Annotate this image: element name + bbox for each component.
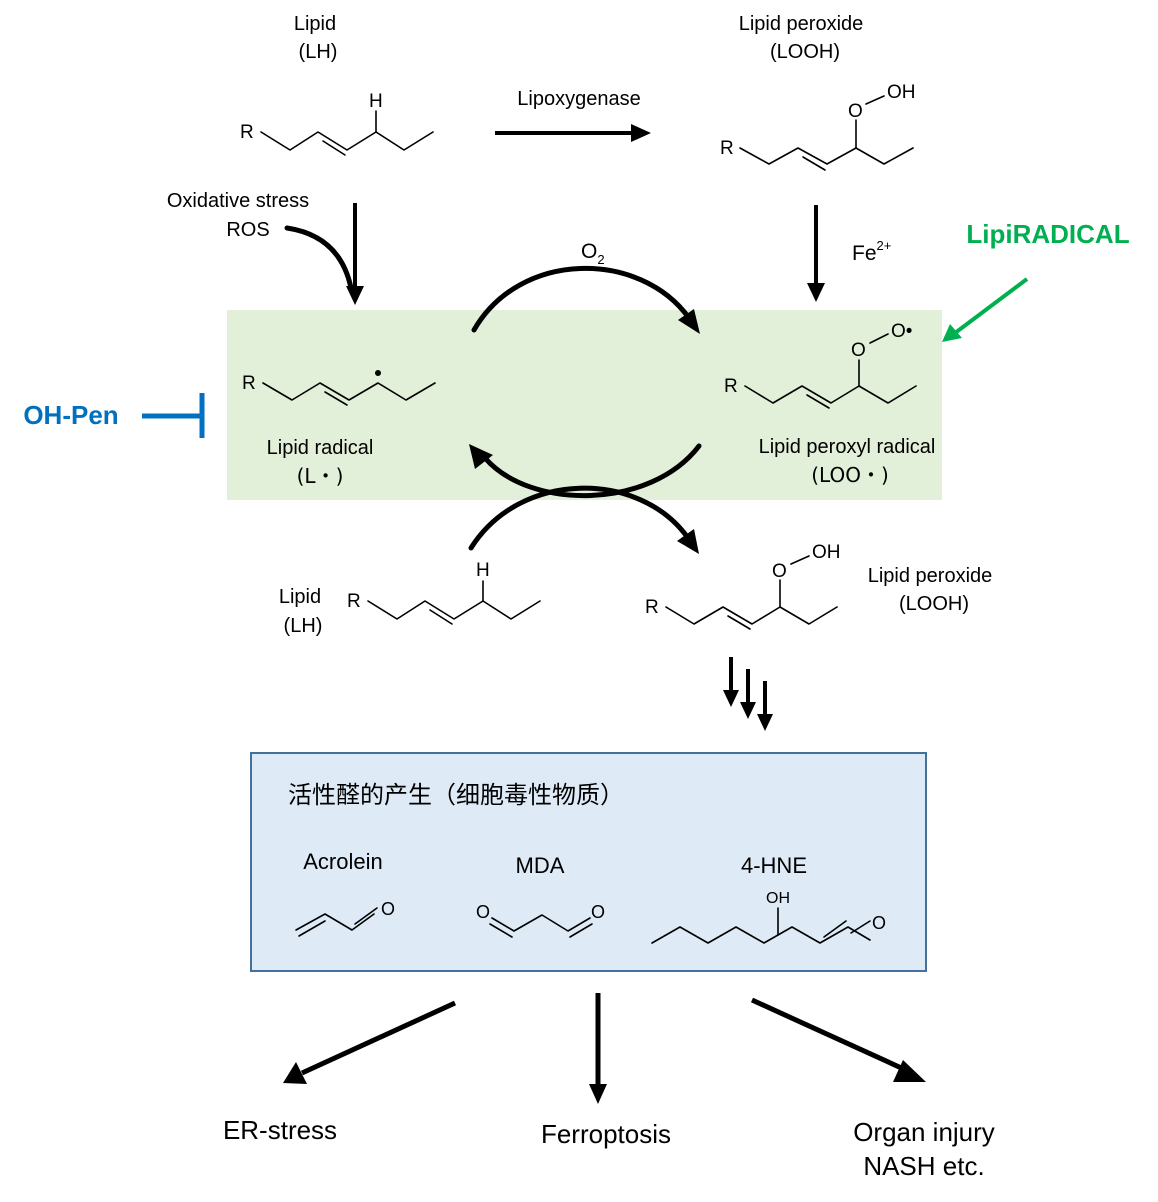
r-group-label: R bbox=[242, 373, 256, 394]
aldehyde-box bbox=[250, 752, 927, 972]
h-atom-label: H bbox=[369, 91, 383, 112]
nash-label: NASH etc. bbox=[863, 1151, 984, 1181]
oxidative-stress-label: Oxidative stress bbox=[167, 190, 309, 212]
aldehyde-box-title: 活性醛的产生（细胞毒性物质） bbox=[288, 781, 624, 809]
hne-label: 4-HNE bbox=[741, 853, 807, 878]
er-stress-label: ER-stress bbox=[223, 1115, 337, 1145]
o-atom-label: O bbox=[872, 913, 886, 933]
oh-group-label: OH bbox=[766, 890, 790, 907]
lipiradical-label: LipiRADICAL bbox=[966, 219, 1129, 249]
peroxyl-radical-abbr: (LOO・) bbox=[811, 463, 889, 487]
o-atom-label: O bbox=[848, 101, 863, 122]
r-group-label: R bbox=[724, 376, 738, 397]
top-peroxide-name: Lipid peroxide bbox=[739, 13, 864, 35]
o-atom-label: O bbox=[772, 561, 787, 582]
er-stress-arrow bbox=[300, 1000, 457, 1076]
bottom-peroxide-name: Lipid peroxide bbox=[868, 565, 993, 587]
r-group-label: R bbox=[645, 597, 659, 618]
r-group-label: R bbox=[347, 591, 361, 612]
bottom-lipid-structure: R H bbox=[347, 560, 541, 625]
top-lipid-abbr: (LH) bbox=[299, 41, 338, 63]
ferroptosis-label: Ferroptosis bbox=[541, 1119, 671, 1149]
organ-injury-arrow bbox=[750, 997, 910, 1074]
hne-structure: OH O bbox=[651, 890, 886, 944]
oh-pen-label: OH-Pen bbox=[23, 400, 118, 430]
mda-label: MDA bbox=[516, 853, 565, 878]
o-atom-label: O bbox=[851, 340, 866, 361]
o-atom-label: O bbox=[476, 902, 490, 922]
lipid-radical-name: Lipid radical bbox=[267, 437, 374, 459]
bottom-peroxide-abbr: (LOOH) bbox=[899, 593, 969, 615]
acrolein-label: Acrolein bbox=[303, 849, 382, 874]
lipoxygenase-label: Lipoxygenase bbox=[517, 88, 640, 110]
oxygen-label: O2 bbox=[581, 240, 605, 267]
lipiradical-arrow bbox=[953, 277, 1029, 335]
top-peroxide-structure: R O OH bbox=[720, 82, 916, 171]
cycle-arrow-bottom bbox=[468, 485, 691, 551]
bottom-lipid-abbr: (LH) bbox=[284, 615, 323, 637]
peroxyl-radical-structure: R O O• bbox=[724, 321, 917, 409]
bottom-lipid-name: Lipid bbox=[279, 586, 321, 608]
acrolein-structure: O bbox=[295, 899, 395, 937]
lipid-radical-structure: R bbox=[242, 370, 436, 406]
oh-group-label: OH bbox=[887, 82, 916, 103]
top-peroxide-abbr: (LOOH) bbox=[770, 41, 840, 63]
o-atom-label: O bbox=[381, 899, 395, 919]
organ-injury-label: Organ injury bbox=[853, 1117, 995, 1147]
iron-label: Fe2+ bbox=[852, 238, 891, 265]
h-atom-label: H bbox=[476, 560, 490, 581]
r-group-label: R bbox=[720, 138, 734, 159]
r-group-label: R bbox=[240, 122, 254, 143]
top-lipid-structure: R H bbox=[240, 91, 434, 156]
multi-step-arrows bbox=[723, 657, 773, 731]
ros-curved-arrow bbox=[284, 225, 354, 291]
oh-group-label: OH bbox=[812, 542, 841, 563]
mda-structure: O O bbox=[476, 902, 605, 938]
cycle-arrow-top bbox=[471, 266, 692, 333]
top-lipid-name: Lipid bbox=[294, 13, 336, 35]
o-radical-label: O• bbox=[891, 321, 912, 342]
peroxyl-radical-name: Lipid peroxyl radical bbox=[759, 436, 936, 458]
bottom-peroxide-structure: R O OH bbox=[645, 542, 841, 630]
ros-label: ROS bbox=[226, 219, 269, 241]
cycle-arrow-middle bbox=[482, 443, 702, 499]
o-atom-label: O bbox=[591, 902, 605, 922]
lipid-radical-abbr: (L・) bbox=[297, 464, 344, 488]
